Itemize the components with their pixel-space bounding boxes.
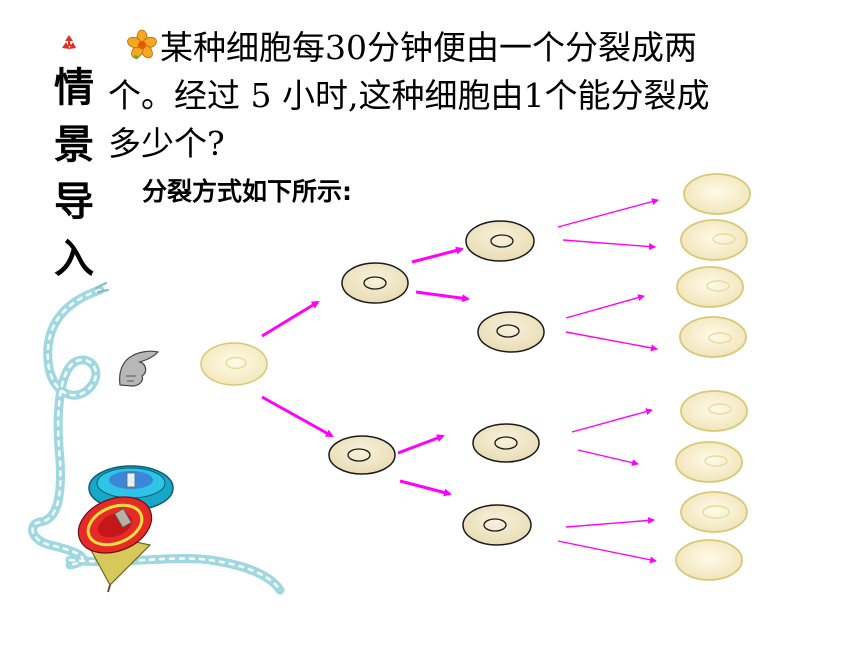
section-label-char: 情 xyxy=(54,65,94,111)
problem-line: 某种细胞每30分钟便由一个分裂成两 xyxy=(160,28,697,67)
cell-gen2 xyxy=(328,435,396,475)
cell-gen3 xyxy=(462,504,532,546)
division-caption: 分裂方式如下所示: xyxy=(142,177,352,206)
spinning-top-icon xyxy=(77,465,174,593)
arrows-gen1 xyxy=(261,300,334,438)
cell-gen3 xyxy=(472,423,540,463)
problem-line: 多少个? xyxy=(108,124,225,163)
pointing-hand-icon xyxy=(119,350,160,387)
recycle-icon xyxy=(62,35,76,49)
problem-line: 个。经过 5 小时,这种细胞由1个能分裂成 xyxy=(108,76,710,115)
arrows-gen3 xyxy=(557,198,659,564)
section-label-char: 导 xyxy=(54,179,94,225)
problem-text: 某种细胞每30分钟便由一个分裂成两 个。经过 5 小时,这种细胞由1个能分裂成 … xyxy=(108,24,808,168)
rope-decoration xyxy=(28,282,285,595)
cell-gen4 xyxy=(675,173,751,581)
cell-gen3 xyxy=(465,220,535,262)
cell-gen1 xyxy=(200,342,268,386)
section-label-char: 入 xyxy=(54,236,94,282)
section-label-char: 景 xyxy=(54,122,94,168)
cell-gen3 xyxy=(477,311,545,353)
flower-icon xyxy=(127,29,157,60)
cell-gen2 xyxy=(341,262,409,304)
arrows-gen2 xyxy=(397,246,470,497)
section-label: 情 景 导 入 xyxy=(44,60,104,288)
